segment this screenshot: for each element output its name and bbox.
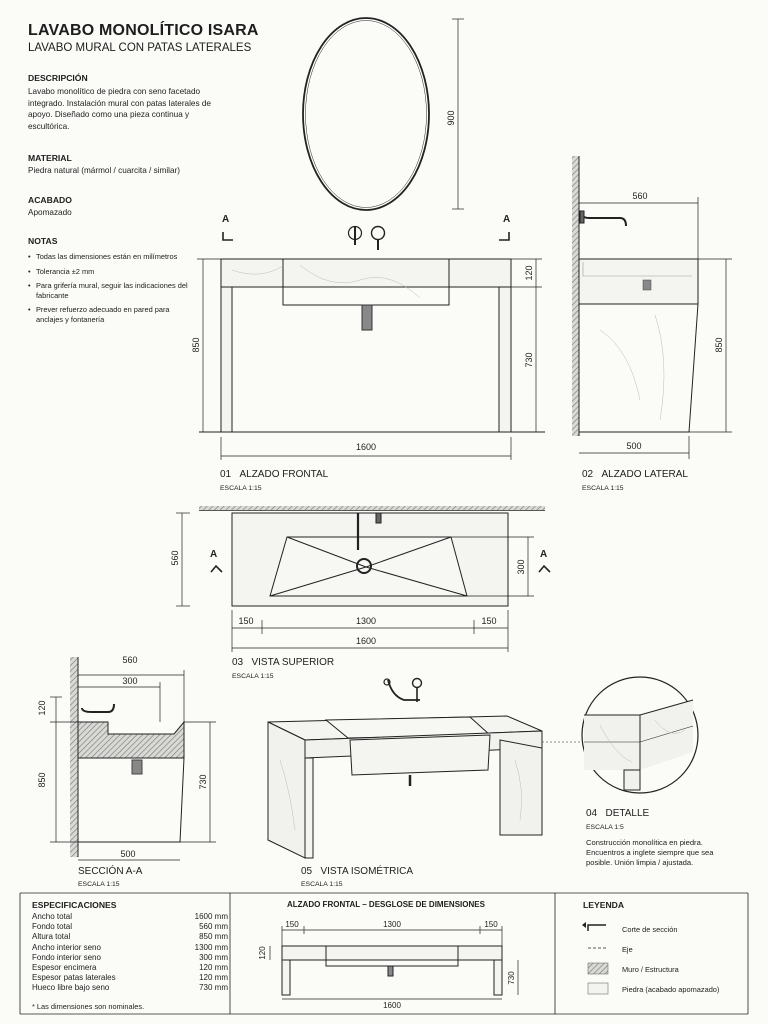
dim-section-top: 120 — [37, 700, 47, 715]
dim-section-basin: 300 — [122, 676, 137, 686]
dim-front-width: 1600 — [356, 442, 376, 452]
section-mark-right: A — [503, 214, 510, 225]
breakdown-heading: ALZADO FRONTAL – DESGLOSE DE DIMENSIONES — [287, 900, 485, 909]
dim-breakdown-middle: 1300 — [383, 920, 401, 929]
side-view-scale: ESCALA 1:15 — [582, 485, 624, 492]
note-item: Todas las dimensiones están en milímetro… — [28, 252, 193, 262]
dim-front-top: 120 — [524, 265, 534, 280]
notes-heading: NOTAS — [28, 236, 58, 246]
dim-top-leg-left: 150 — [238, 616, 253, 626]
finish-heading: ACABADO — [28, 195, 72, 205]
dim-front-height: 850 — [191, 337, 201, 352]
section-mark-top-left: A — [210, 549, 217, 560]
detail-view-title: 04 DETALLE — [586, 808, 650, 819]
description-heading: DESCRIPCIÓN — [28, 73, 88, 83]
legend-item-wall: Muro / Estructura — [622, 965, 679, 974]
page-title: LAVABO MONOLÍTICO ISARA — [28, 22, 259, 39]
specs-heading: ESPECIFICACIONES — [32, 900, 117, 910]
legend-heading: LEYENDA — [583, 900, 625, 910]
note-item: Prever refuerzo adecuado en pared para a… — [28, 305, 193, 324]
mirror — [302, 17, 430, 211]
material-text: Piedra natural (mármol / cuarcita / simi… — [28, 166, 180, 175]
section-cut-icon — [587, 924, 606, 931]
detail-view-scale: ESCALA 1:5 — [586, 824, 624, 831]
breakdown-drawing — [269, 926, 519, 1000]
dim-side-base: 500 — [626, 441, 641, 451]
section-a-a — [50, 657, 216, 861]
dim-breakdown-left: 150 — [285, 920, 299, 929]
note-item: Para grifería mural, seguir las indicaci… — [28, 281, 193, 300]
isometric-view — [267, 677, 543, 859]
dim-breakdown-clear: 730 — [507, 971, 516, 985]
front-view-scale: ESCALA 1:15 — [220, 485, 262, 492]
dim-top-width: 1600 — [356, 636, 376, 646]
detail-text: Construcción monolítica en piedra. Encue… — [586, 838, 714, 867]
dim-top-basin-width: 1300 — [356, 616, 376, 626]
front-view-title: 01 ALZADO FRONTAL — [220, 469, 329, 480]
iso-view-title: 05 VISTA ISOMÉTRICA — [301, 866, 414, 877]
dim-front-clear: 730 — [524, 352, 534, 367]
dim-section-height: 850 — [37, 772, 47, 787]
side-view-title: 02 ALZADO LATERAL — [582, 469, 688, 480]
spout-icon — [370, 225, 386, 241]
dim-top-depth: 560 — [170, 550, 180, 565]
note-item: Tolerancia ±2 mm — [28, 267, 193, 277]
dim-mirror-height: 900 — [446, 110, 456, 125]
legend-item-stone: Piedra (acabado apomazado) — [622, 985, 720, 994]
top-view — [176, 506, 551, 652]
section-mark-top-right: A — [540, 549, 547, 560]
dim-section-base: 500 — [120, 849, 135, 859]
notes-list: Todas las dimensiones están en milímetro… — [28, 252, 193, 326]
wall-swatch-icon — [587, 962, 609, 975]
specs-footnote: * Las dimensiones son nominales. — [32, 1002, 145, 1011]
dim-breakdown-total: 1600 — [383, 1001, 401, 1010]
material-heading: MATERIAL — [28, 153, 72, 163]
dim-section-depth: 560 — [122, 655, 137, 665]
legend-symbols — [582, 922, 609, 995]
dim-breakdown-right: 150 — [484, 920, 498, 929]
stone-swatch-icon — [587, 982, 609, 995]
description-text: Lavabo monolítico de piedra con seno fac… — [28, 87, 211, 131]
detail-view — [542, 676, 699, 794]
section-view-scale: ESCALA 1:15 — [78, 881, 120, 888]
front-elevation — [197, 17, 545, 460]
top-view-scale: ESCALA 1:15 — [232, 673, 274, 680]
legend-item-axis: Eje — [622, 945, 633, 954]
dim-top-leg-right: 150 — [481, 616, 496, 626]
section-mark-left: A — [222, 214, 229, 225]
section-view-title: SECCIÓN A-A — [78, 866, 143, 877]
top-view-title: 03 VISTA SUPERIOR — [232, 657, 335, 668]
dim-breakdown-top: 120 — [258, 946, 267, 960]
side-elevation — [572, 156, 732, 459]
iso-view-scale: ESCALA 1:15 — [301, 881, 343, 888]
dim-side-depth: 560 — [632, 191, 647, 201]
page-subtitle: LAVABO MURAL CON PATAS LATERALES — [28, 42, 252, 54]
legend-item-section-cut: Corte de sección — [622, 925, 678, 934]
dim-section-clear: 730 — [198, 774, 208, 789]
dim-side-height: 850 — [714, 337, 724, 352]
dim-top-basin-depth: 300 — [516, 559, 526, 574]
finish-text: Apomazado — [28, 208, 72, 217]
wall-hatch — [572, 156, 579, 436]
